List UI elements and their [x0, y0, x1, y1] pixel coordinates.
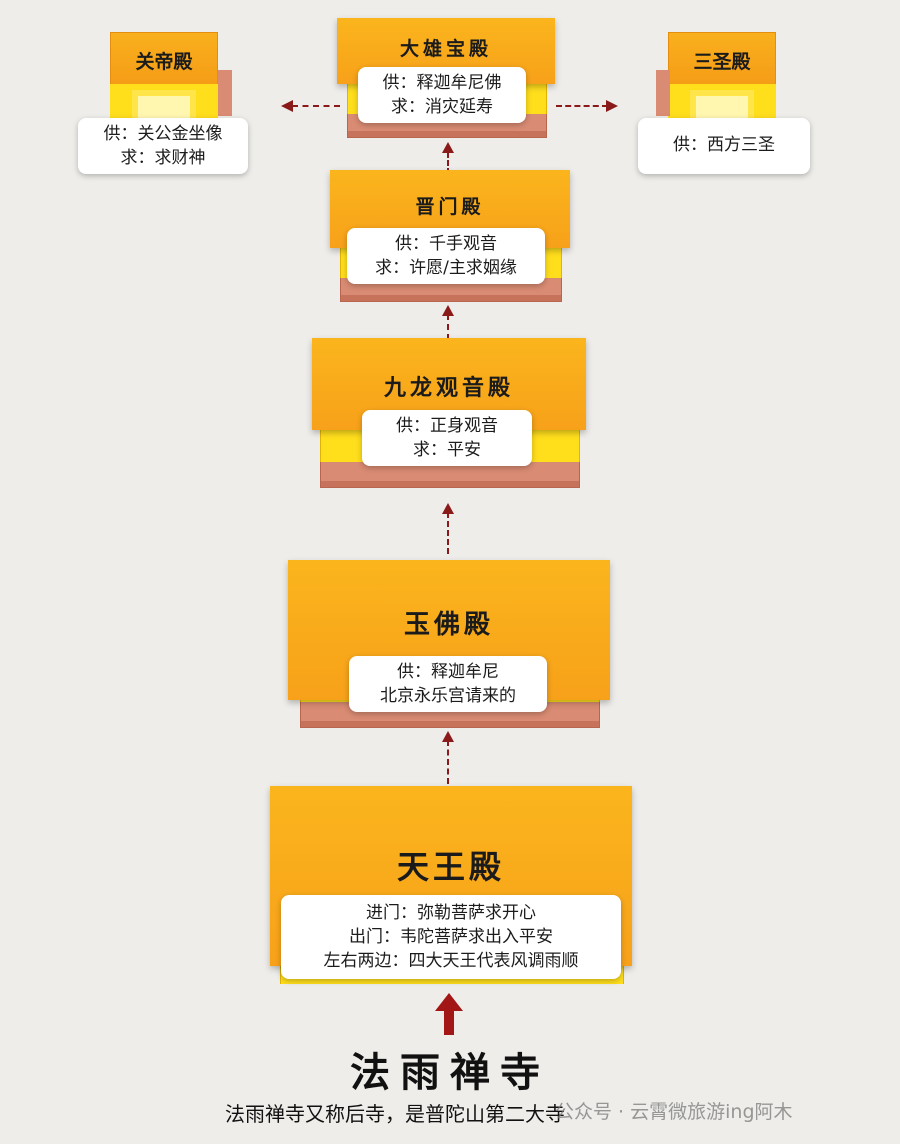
hall-name: 三圣殿 [693, 51, 751, 73]
hall-info-yufo: 供：释迦牟尼 北京永乐宫请来的 [349, 656, 547, 712]
hall-info-sheng: 供：千手观音 求：许愿/主求姻缘 [347, 228, 545, 284]
hall-info-daxiong: 供：释迦牟尼佛 求：消灾延寿 [358, 67, 526, 123]
hall-name: 关帝殿 [135, 51, 193, 73]
arrow-jiulong-to-sheng [447, 314, 449, 340]
arrow-tianwang-to-yufo [447, 740, 449, 784]
arrow-head-up-icon [442, 731, 454, 742]
watermark: 公众号 · 云霄微旅游ing阿木 [555, 1101, 793, 1123]
arrow-head-up-icon [442, 305, 454, 316]
hall-info-tianwang: 进门：弥勒菩萨求开心 出门：韦陀菩萨求出入平安 左右两边：四大天王代表风调雨顺 [281, 895, 621, 979]
caption: 法雨禅寺又称后寺，是普陀山第二大寺 [225, 1102, 565, 1126]
hall-sansheng: 三圣殿 [668, 32, 776, 124]
arrow-head-left-icon [281, 100, 293, 112]
hall-info-guandi: 供：关公金坐像 求：求财神 [78, 118, 248, 174]
hall-name: 九龙观音殿 [383, 375, 514, 401]
hall-name: 大雄宝殿 [399, 38, 492, 60]
hall-name: 晋门殿 [415, 196, 485, 218]
arrow-head-up-icon [442, 142, 454, 153]
arrow-yufo-to-jiulong [447, 512, 449, 554]
hall-name: 天王殿 [396, 848, 505, 886]
hall-info-jiulong: 供：正身观音 求：平安 [362, 410, 532, 466]
temple-title: 法雨禅寺 [350, 1049, 550, 1096]
arrow-head-right-icon [606, 100, 618, 112]
hall-guandi: 关帝殿 [110, 32, 218, 124]
arrow-head-up-icon [442, 503, 454, 514]
arrow-sheng-to-daxiong [447, 152, 449, 174]
hall-name: 玉佛殿 [403, 610, 494, 640]
arrow-to-sansheng [556, 105, 608, 107]
hall-info-sansheng: 供：西方三圣 [638, 118, 810, 174]
entrance-arrow-icon [435, 993, 463, 1035]
arrow-to-guandi [292, 105, 340, 107]
